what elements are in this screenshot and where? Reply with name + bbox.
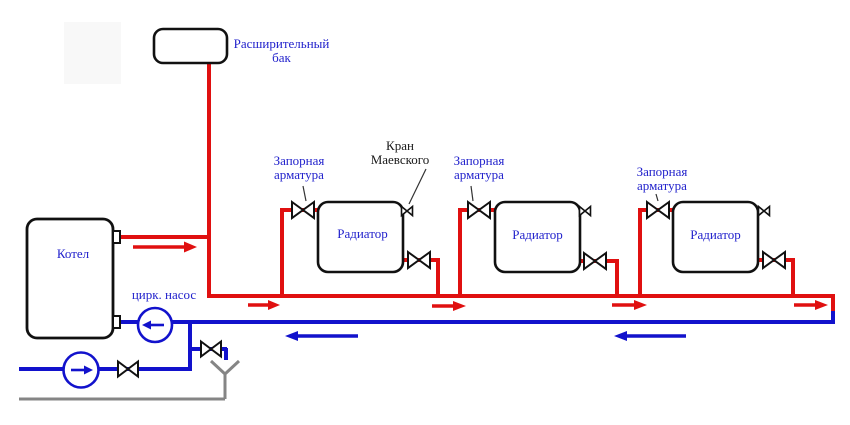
shutoff-valve-label-1: Запорная арматура — [268, 153, 330, 183]
supply-pipe — [121, 63, 835, 311]
mayevsky-valve-1-icon — [400, 204, 414, 218]
expansion-tank-label-line2: бак — [272, 50, 291, 66]
shutoff-valve-1-icon — [291, 200, 315, 220]
shutoff-valve-3-icon — [646, 200, 670, 220]
expansion-tank — [152, 27, 229, 65]
radiator-3-outlet-valve-icon — [762, 250, 786, 270]
radiator-3-label: Радиатор — [690, 227, 741, 242]
mayevsky-valve-3-icon — [757, 204, 771, 218]
shutoff-valve-label-1-line2: арматура — [274, 167, 324, 183]
expansion-tank-label-line1: Расширительный — [233, 36, 330, 51]
radiator-1-label: Радиатор — [337, 226, 388, 241]
expansion-tank-label: Расширительный бак — [231, 36, 332, 66]
shutoff-valve-label-2: Запорная арматура — [448, 153, 510, 183]
watermark-ghost — [64, 22, 121, 84]
label-pointer-lines — [302, 168, 659, 205]
boiler-label: Котел — [56, 246, 90, 261]
supply-flow-arrows — [133, 241, 828, 311]
return-flow-arrows — [285, 331, 686, 341]
fill-line-valve-icon — [117, 359, 139, 379]
shutoff-valve-label-3-line2: арматура — [637, 178, 687, 194]
mayevsky-valve-label-line2: Маевского — [370, 152, 430, 168]
fill-pump-icon — [62, 351, 100, 389]
radiator-1 — [316, 200, 405, 274]
drain-pipe — [19, 372, 227, 401]
boiler-supply-stub — [112, 230, 121, 244]
mayevsky-valve-label: Кран Маевского — [360, 138, 440, 168]
radiator-2-label: Радиатор — [512, 227, 563, 242]
mayevsky-valve-label-line1: Кран — [386, 138, 414, 153]
radiator-2-outlet-valve-icon — [583, 251, 607, 271]
shutoff-valve-label-3: Запорная арматура — [631, 164, 693, 194]
shutoff-valve-label-2-line2: арматура — [454, 167, 504, 183]
drain-branch-valve-icon — [200, 339, 222, 359]
boiler-return-stub — [112, 315, 121, 329]
circulation-pump-label: цирк. насос — [131, 287, 197, 302]
circulation-pump-icon — [136, 306, 174, 344]
radiator-1-outlet-valve-icon — [407, 250, 431, 270]
mayevsky-valve-2-icon — [578, 204, 592, 218]
boiler — [25, 217, 115, 340]
return-pipe — [19, 308, 835, 371]
drain-funnel-icon — [209, 359, 241, 376]
shutoff-valve-label-2-line1: Запорная — [453, 153, 505, 168]
radiator-3 — [671, 200, 760, 274]
shutoff-valve-label-3-line1: Запорная — [636, 164, 688, 179]
shutoff-valve-label-1-line1: Запорная — [273, 153, 325, 168]
shutoff-valve-2-icon — [467, 200, 491, 220]
radiator-2 — [493, 200, 582, 274]
